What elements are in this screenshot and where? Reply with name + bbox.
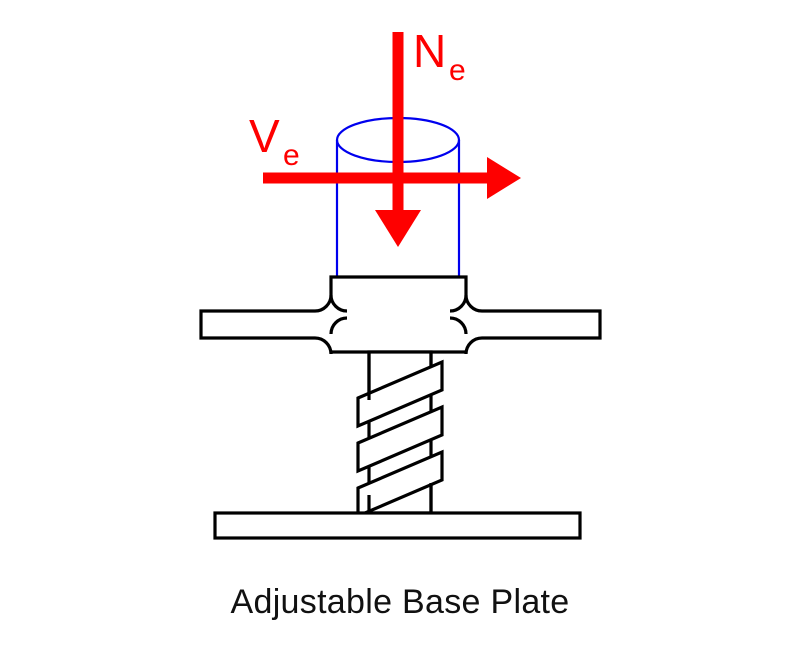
shear-force-arrow — [263, 157, 521, 199]
axial-force-subscript: e — [449, 54, 466, 87]
footing-plate-rect — [213, 511, 582, 540]
shear-force-label: V e — [249, 110, 300, 172]
axial-force-symbol: N — [413, 25, 446, 77]
figure-caption: Adjustable Base Plate — [231, 583, 570, 621]
fillet-bottom-left — [329, 316, 348, 335]
axial-force-arrow — [375, 32, 421, 247]
shear-force-symbol: V — [249, 110, 280, 162]
thread-band-3 — [356, 449, 444, 519]
thread-band-1 — [356, 359, 444, 429]
axial-force-label: N e — [413, 25, 466, 87]
shear-force-arrowhead — [487, 157, 521, 199]
shear-force-subscript: e — [283, 139, 300, 172]
threaded-shaft — [356, 350, 444, 519]
thread-band-2 — [356, 404, 444, 474]
footing-plate — [213, 511, 582, 540]
fillet-top-left — [329, 294, 348, 313]
fillet-bottom-right — [449, 316, 468, 335]
flange-outline — [199, 275, 602, 355]
axial-force-arrowhead — [375, 210, 421, 247]
base-plate-flange — [199, 275, 602, 355]
fillet-top-right — [449, 294, 468, 313]
